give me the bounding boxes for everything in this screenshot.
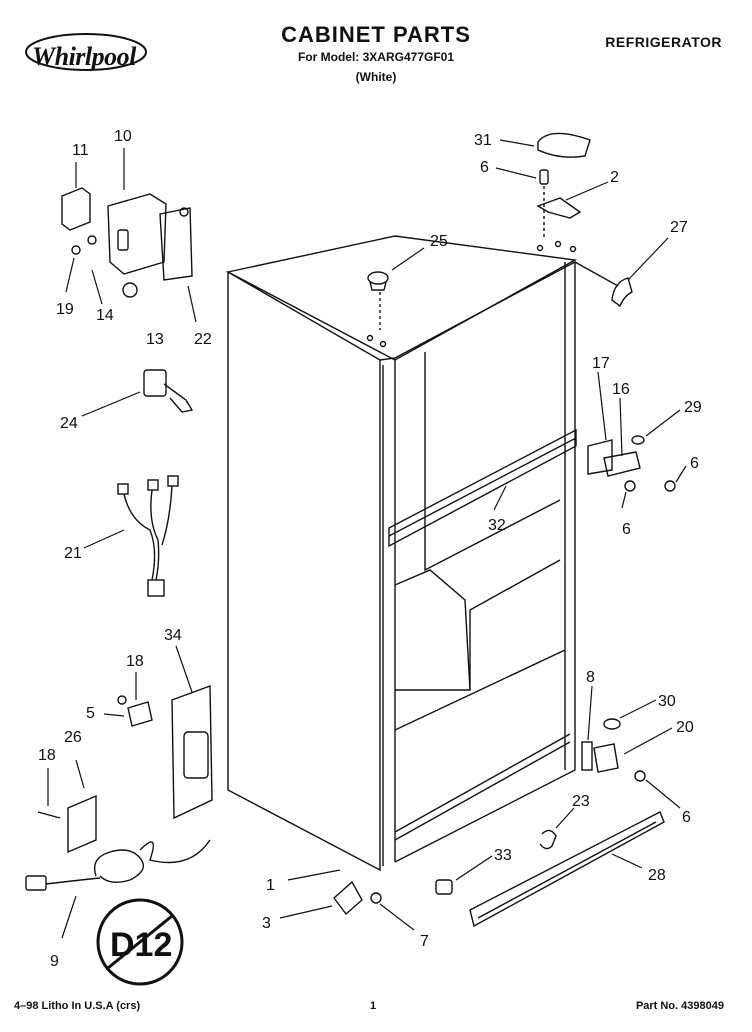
callout-16: 16	[612, 381, 630, 398]
callout-26: 26	[64, 729, 82, 746]
callout-13: 13	[146, 331, 164, 348]
bottom-hinge	[581, 718, 646, 782]
callout-17: 17	[592, 355, 610, 372]
wire-harness	[117, 475, 179, 597]
callout-19: 19	[56, 301, 74, 318]
leader-lines	[47, 139, 687, 939]
callout-2: 2	[610, 169, 619, 186]
callout-18-upper: 18	[126, 653, 144, 670]
divider-rail	[388, 428, 577, 548]
grommet	[367, 271, 389, 330]
callout-23: 23	[572, 793, 590, 810]
callout-25: 25	[430, 233, 448, 250]
callout-18-lower: 18	[38, 747, 56, 764]
latch-part	[143, 369, 194, 413]
callout-6-mid-right: 6	[690, 455, 699, 472]
callout-31: 31	[474, 132, 492, 149]
callout-20: 20	[676, 719, 694, 736]
control-box-assembly	[61, 187, 193, 298]
top-hinge	[536, 169, 582, 238]
callout-29: 29	[684, 399, 702, 416]
d12-stamp-text: D12	[110, 926, 172, 964]
category-label: REFRIGERATOR	[605, 34, 722, 50]
rear-panel	[37, 685, 213, 854]
handle-trim	[611, 277, 633, 308]
callout-24: 24	[60, 415, 78, 432]
callout-28: 28	[648, 867, 666, 884]
litho-line: 4–98 Litho In U.S.A (crs)	[14, 1000, 141, 1012]
whirlpool-logo: Whirlpool	[24, 28, 154, 76]
power-cord	[25, 839, 211, 891]
dash-line	[574, 261, 619, 287]
callout-3: 3	[262, 915, 271, 932]
brand-name: Whirlpool	[32, 42, 136, 71]
callout-10: 10	[114, 128, 132, 145]
page-number: 1	[370, 1000, 377, 1012]
callout-22: 22	[194, 331, 212, 348]
d12-stamp	[96, 898, 184, 986]
page-title: CABINET PARTS	[281, 22, 471, 47]
callout-6-mid: 6	[622, 521, 631, 538]
callout-32: 32	[488, 517, 506, 534]
callout-6-top: 6	[480, 159, 489, 176]
callout-7: 7	[420, 933, 429, 950]
callout-21: 21	[64, 545, 82, 562]
logo-swoosh-icon	[25, 33, 147, 71]
callout-33: 33	[494, 847, 512, 864]
callout-27: 27	[670, 219, 688, 236]
callout-6-bottom: 6	[682, 809, 691, 826]
middle-hinge	[587, 435, 676, 492]
cabinet-shell	[225, 235, 578, 872]
toe-grille	[333, 811, 665, 928]
callout-5: 5	[86, 705, 95, 722]
color-line: (White)	[355, 70, 397, 84]
callout-30: 30	[658, 693, 676, 710]
part-number: Part No. 4398049	[635, 1000, 724, 1012]
callout-34: 34	[164, 627, 182, 644]
callout-11: 11	[72, 142, 89, 159]
callout-14: 14	[96, 307, 114, 324]
model-line: For Model: 3XARG477GF01	[297, 50, 455, 64]
callout-9: 9	[50, 953, 59, 970]
callout-8: 8	[586, 669, 595, 686]
hinge-cover	[537, 132, 591, 158]
callout-1: 1	[266, 877, 275, 894]
